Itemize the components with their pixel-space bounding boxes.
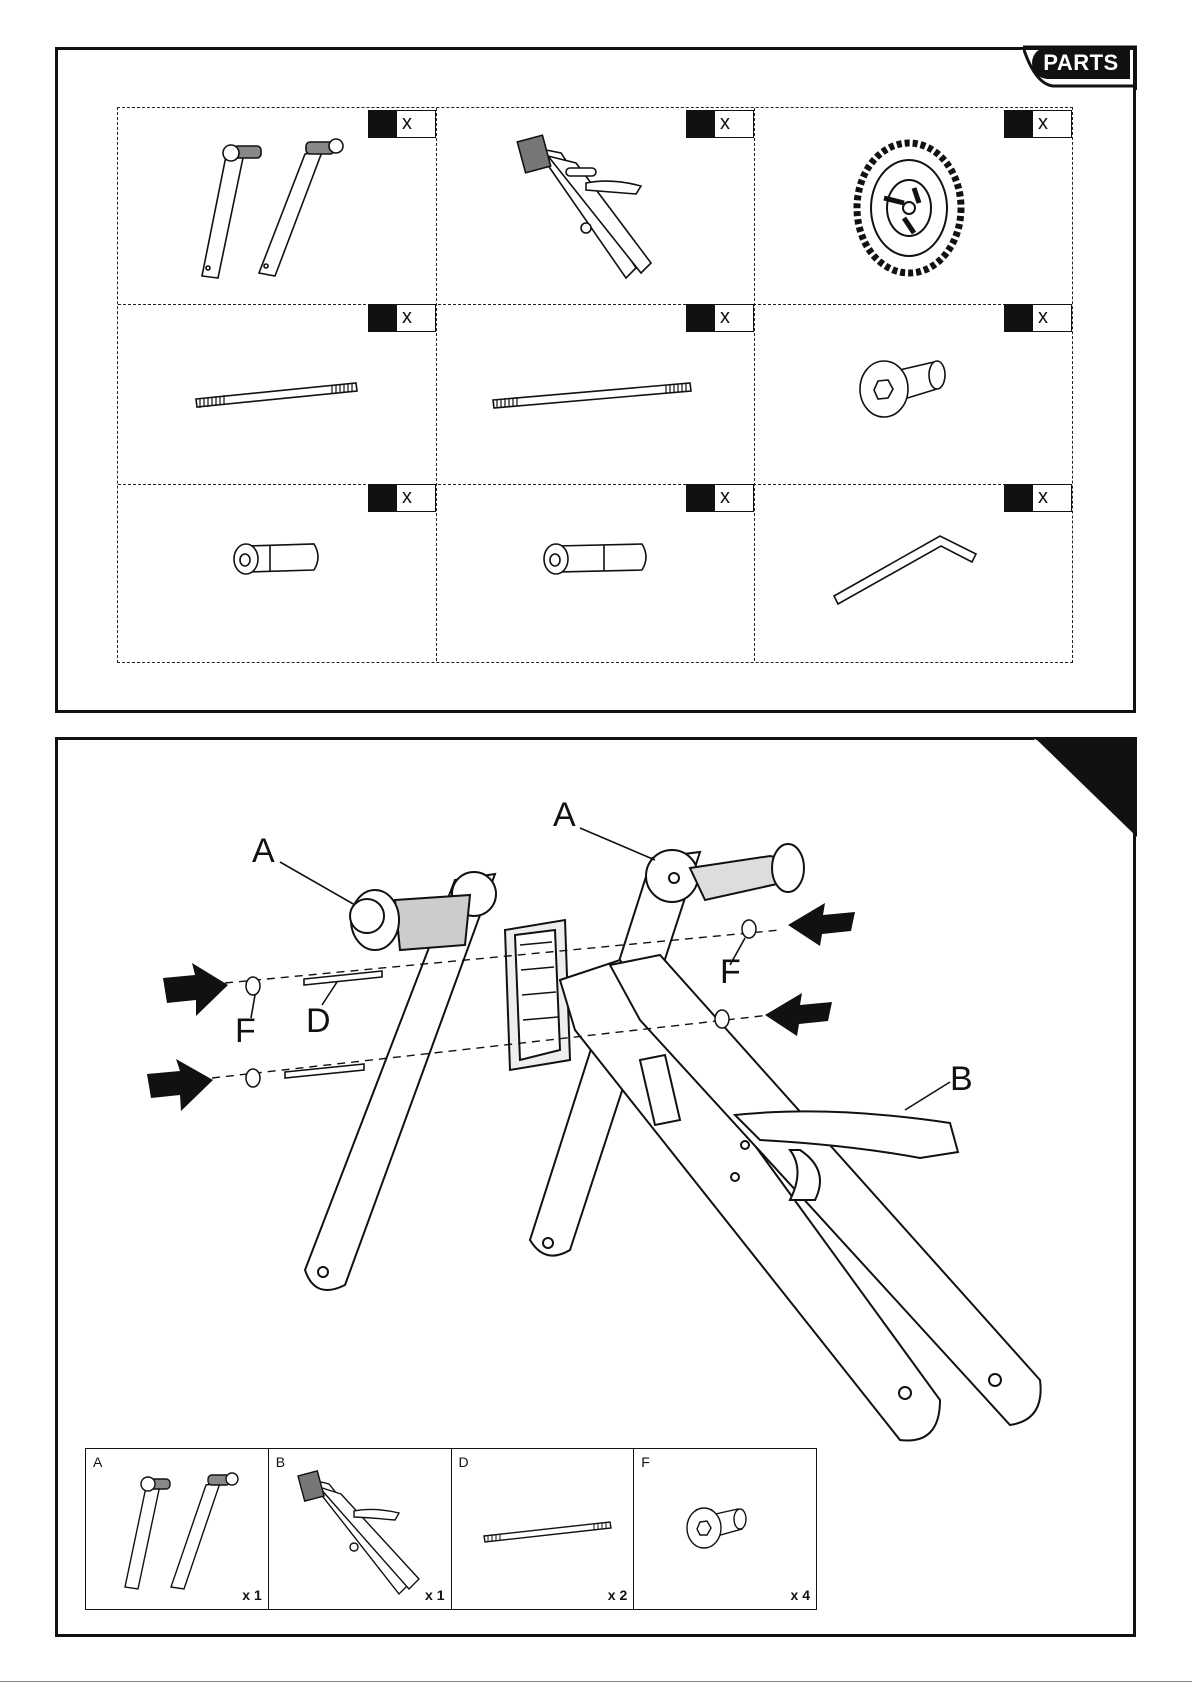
legend-item-d: D x 2: [452, 1449, 635, 1609]
legend-d-drawing: [452, 1449, 634, 1609]
legend-f-drawing: [634, 1449, 816, 1609]
legend-quantity: x 1: [242, 1587, 261, 1603]
callout-f-left: F: [235, 1012, 256, 1051]
legend-quantity: x 1: [425, 1587, 444, 1603]
legend-item-f: F x 4: [634, 1449, 816, 1609]
legend-item-a: A x 1: [86, 1449, 269, 1609]
callout-b: B: [950, 1060, 973, 1099]
legend-b-drawing: [269, 1449, 451, 1609]
legend-a-drawing: [86, 1449, 268, 1609]
callout-d: D: [306, 1002, 331, 1041]
legend-quantity: x 4: [791, 1587, 810, 1603]
callout-f-right: F: [720, 953, 741, 992]
legend-quantity: x 2: [608, 1587, 627, 1603]
callout-a-left: A: [252, 832, 275, 871]
legend-item-b: B x 1: [269, 1449, 452, 1609]
parts-legend: A x 1 B x 1 D: [85, 1448, 817, 1610]
callout-a-right: A: [553, 796, 576, 835]
page-bottom-rule: [0, 1681, 1192, 1682]
